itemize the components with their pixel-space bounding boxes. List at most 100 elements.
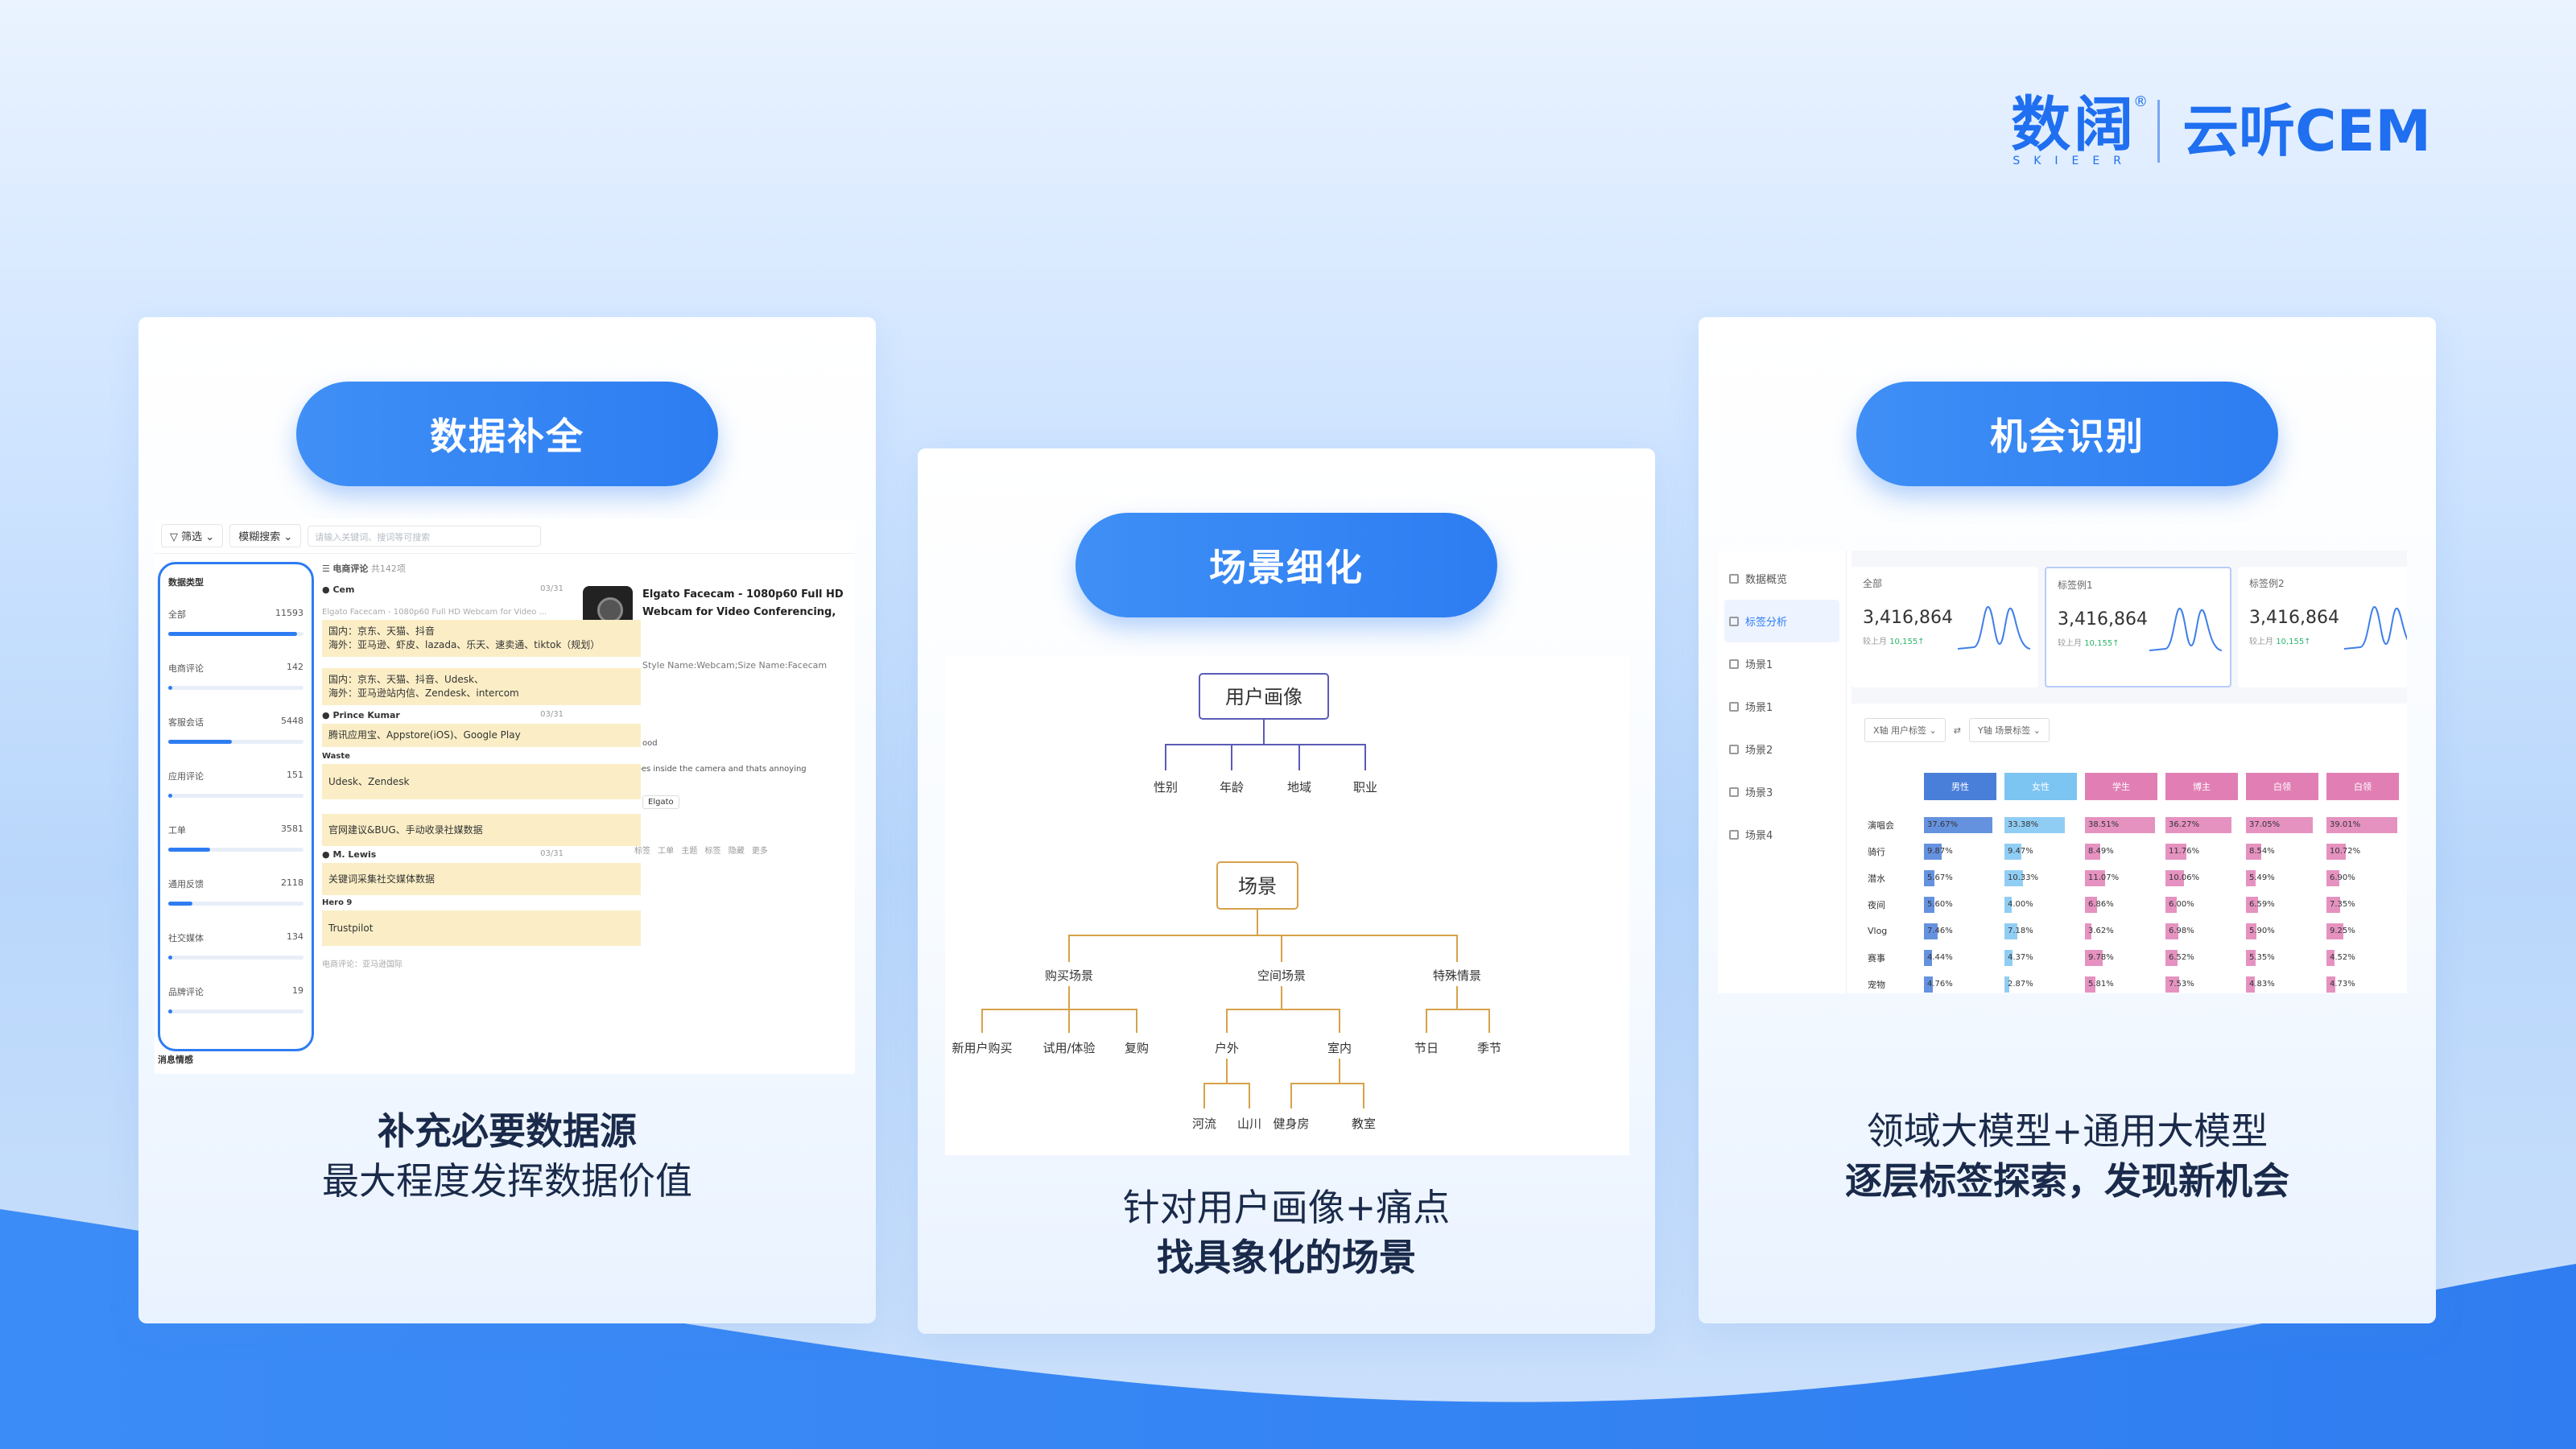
row-label: 骑行 — [1868, 846, 1885, 857]
heat-bar — [2326, 843, 2347, 860]
heat-bar — [2246, 843, 2262, 860]
column-header[interactable]: 白领 — [2246, 773, 2318, 800]
cell-value: 5.90% — [2249, 926, 2275, 935]
review-snippet: ood — [642, 739, 658, 748]
list-item[interactable]: ● Prince Kumar 03/31 — [322, 710, 572, 720]
nav-label: 场景1 — [1745, 702, 1773, 714]
table-cell: 5.49% — [2246, 865, 2318, 891]
card-title-pill: 数据补全 — [296, 382, 718, 486]
nav-item[interactable]: 场景1 — [1718, 642, 1846, 685]
nav-icon — [1729, 829, 1739, 840]
heat-cell: 10.72% — [2326, 843, 2399, 860]
table-cell: 7.46% — [1924, 918, 1996, 944]
heat-bar — [2246, 896, 2258, 913]
scene-leaf-label: 山川 — [1237, 1117, 1261, 1131]
cell-value: 38.51% — [2088, 819, 2120, 829]
scene-group-label: 空间场景 — [1257, 968, 1306, 983]
cell-value: 4.76% — [1927, 979, 1953, 989]
filter-toolbar: ▽ 筛选 ⌄ 模糊搜索 ⌄ 请输入关键词、搜词等可搜索 — [155, 518, 855, 554]
review-title: Hero 9 — [322, 898, 353, 907]
scene-leaf-label: 节日 — [1414, 1041, 1439, 1055]
table-cell: 9.47% — [2004, 838, 2077, 865]
column-header[interactable]: 白领 — [2326, 773, 2399, 800]
row-label: 赛事 — [1868, 952, 1885, 964]
heat-cell: 4.73% — [2326, 976, 2399, 993]
x-axis-select[interactable]: X轴 用户标签 ⌄ — [1864, 718, 1946, 742]
search-input[interactable]: 请输入关键词、搜词等可搜索 — [308, 525, 542, 547]
cell-value: 9.25% — [2330, 926, 2355, 935]
brand-tag[interactable]: Elgato — [642, 795, 679, 809]
nav-item[interactable]: 数据概览 — [1718, 557, 1846, 600]
row-label: Vlog — [1868, 926, 1888, 936]
nav-item[interactable]: 场景3 — [1718, 770, 1846, 813]
heat-bar — [2326, 869, 2339, 886]
nav-item[interactable]: 场景1 — [1718, 685, 1846, 728]
scene-group-label: 购买场景 — [1045, 968, 1093, 983]
table-cell: 36.27% — [2165, 811, 2238, 838]
swap-icon[interactable]: ⇄ — [1953, 724, 1961, 736]
cell-value: 6.52% — [2169, 952, 2194, 962]
cell-value: 6.98% — [2169, 926, 2194, 935]
kpi-label: 标签例1 — [2058, 580, 2093, 591]
axis-selectors: X轴 用户标签 ⌄ ⇄ Y轴 场景标签 ⌄ — [1864, 718, 2050, 742]
heat-bar — [2246, 949, 2256, 966]
cell-value: 39.01% — [2330, 819, 2361, 829]
nav-item[interactable]: 标签分析 — [1724, 600, 1839, 642]
scene-connector — [1226, 986, 1282, 1033]
list-item-source: 电商评论：亚马逊国际 — [322, 960, 402, 969]
scene-mindmap: 用户画像性别年龄地域职业场景购买场景空间场景特殊情景新用户购买试用/体验复购户外… — [945, 656, 1629, 1155]
source-highlight: Udesk、Zendesk — [322, 764, 641, 799]
cell-value: 8.49% — [2088, 846, 2114, 856]
heat-bar — [2085, 976, 2096, 993]
heat-cell: 2.87% — [2004, 976, 2077, 993]
cell-value: 36.27% — [2169, 819, 2200, 829]
column-header[interactable]: 学生 — [2085, 773, 2157, 800]
product-name: 云听CEM — [2182, 98, 2431, 164]
heat-cell: 7.35% — [2326, 896, 2399, 913]
review-actions[interactable]: 标签 工单 主题 标签 隐藏 更多 — [634, 847, 768, 856]
heat-cell: 10.33% — [2004, 869, 2077, 886]
scene-root-label: 场景 — [1238, 875, 1277, 898]
column-header[interactable]: 女性 — [2004, 773, 2077, 800]
category-bar — [168, 632, 303, 636]
column-header[interactable]: 男性 — [1924, 773, 1996, 800]
list-item[interactable]: ● Cem 03/31 Elgato Facecam - 1080p60 Ful… — [322, 584, 572, 617]
column-header[interactable]: 博主 — [2165, 773, 2238, 800]
heat-cell: 6.86% — [2085, 896, 2157, 913]
filter-button[interactable]: ▽ 筛选 ⌄ — [161, 524, 224, 547]
cell-value: 8.54% — [2249, 846, 2275, 856]
nav-item[interactable]: 场景4 — [1718, 813, 1846, 856]
heat-bar — [2004, 976, 2010, 993]
nav-item[interactable]: 场景2 — [1718, 728, 1846, 770]
scene-connector — [1257, 909, 1458, 962]
nav-icon — [1729, 786, 1739, 797]
heat-cell: 4.76% — [1924, 976, 1996, 993]
kpi-sparkline — [1958, 605, 2030, 650]
heat-bar — [2004, 869, 2024, 886]
row-label: 宠物 — [1868, 979, 1885, 990]
category-bar-fill — [168, 956, 173, 960]
nav-label: 数据概览 — [1745, 574, 1788, 586]
table-cell: 11.76% — [2165, 838, 2238, 865]
card-caption: 针对用户画像+痛点 找具象化的场景 — [918, 1183, 1655, 1282]
cell-value: 9.47% — [2008, 846, 2033, 856]
list-item[interactable]: ● M. Lewis 03/31 — [322, 849, 572, 860]
sidebar-bottom-item[interactable]: 消息情感 — [158, 1055, 193, 1065]
heat-bar — [2085, 923, 2092, 939]
scene-leaf-label: 健身房 — [1273, 1117, 1309, 1131]
y-axis-select[interactable]: Y轴 场景标签 ⌄ — [1968, 718, 2050, 742]
source-highlight: 关键词采集社交媒体数据 — [322, 863, 641, 895]
fuzzy-search-select[interactable]: 模糊搜索 ⌄ — [229, 524, 302, 547]
